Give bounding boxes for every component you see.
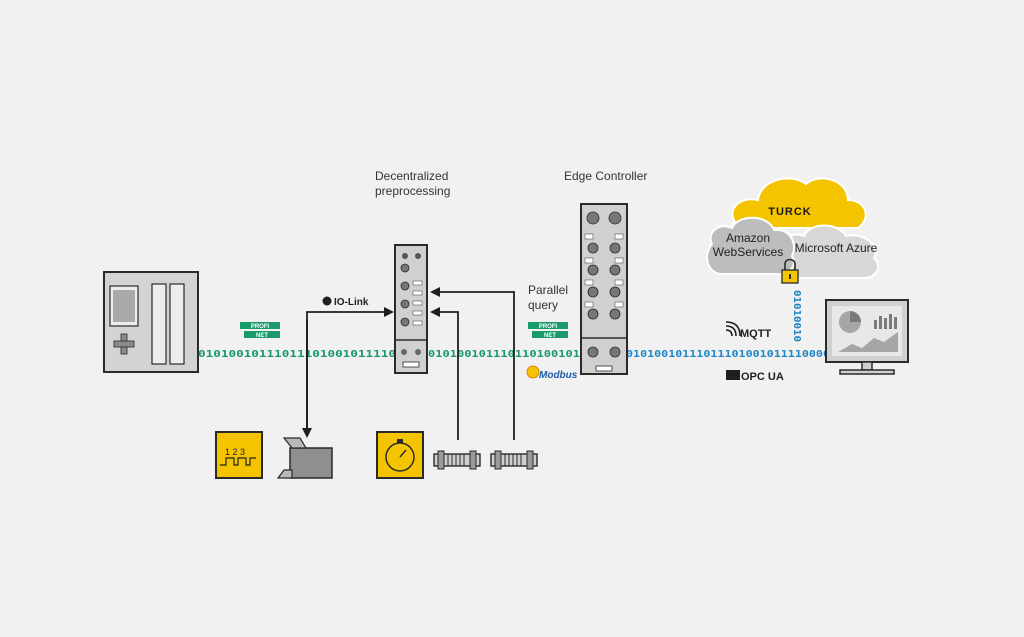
bitstream-right: 01010010111011101001011110000 — [626, 349, 830, 360]
actuator-device — [276, 437, 333, 479]
label-preprocessing: preprocessing — [375, 184, 450, 198]
profinet-logo-left: PROFI NET — [240, 322, 280, 339]
dpad-icon — [113, 333, 135, 355]
io-link-connection — [306, 307, 394, 436]
modbus-logo: Modbus — [526, 365, 578, 381]
svg-text:NET: NET — [544, 333, 556, 339]
bitstream-middle: 010100101110110100101 — [428, 349, 580, 360]
label-parallel: Parallel — [528, 283, 568, 297]
opc-ua-logo: OPC UA — [726, 370, 784, 383]
bitstream-left: 01010010111011101001011110 — [198, 349, 396, 360]
svg-text:1 2 3: 1 2 3 — [225, 447, 245, 457]
svg-text:PROFI: PROFI — [539, 324, 558, 330]
io-module-device — [394, 244, 428, 374]
mqtt-logo: MQTT — [725, 321, 771, 340]
io-link-logo: IO-Link — [322, 296, 369, 308]
microsoft-azure-cloud: Microsoft Azure — [781, 224, 879, 280]
edge-controller-device — [580, 203, 628, 375]
parallel-query-line-1 — [430, 287, 515, 440]
amazon-webservices-cloud: Amazon WebServices — [706, 216, 795, 276]
svg-text:WebServices: WebServices — [713, 245, 783, 259]
pie-chart-icon — [839, 311, 861, 333]
parallel-query-line-2 — [430, 307, 459, 440]
pulse-counter-sensor: 1 2 3 — [215, 431, 263, 479]
label-edge-controller: Edge Controller — [564, 169, 647, 183]
cylindrical-sensor-2 — [490, 450, 538, 470]
svg-text:IO-Link: IO-Link — [334, 297, 369, 308]
svg-text:Modbus: Modbus — [539, 370, 578, 381]
stopwatch-sensor — [376, 431, 424, 479]
svg-text:NET: NET — [256, 333, 268, 339]
svg-text:OPC UA: OPC UA — [741, 371, 784, 383]
dashboard-monitor — [825, 299, 909, 375]
svg-text:TURCK: TURCK — [768, 206, 812, 218]
plc-controller — [103, 271, 199, 373]
label-query: query — [528, 298, 558, 312]
bar-chart-icon — [874, 314, 897, 329]
profinet-logo-middle: PROFI NET — [528, 322, 568, 339]
svg-text:MQTT: MQTT — [740, 328, 771, 340]
label-decentralized: Decentralized — [375, 169, 448, 183]
svg-text:Microsoft Azure: Microsoft Azure — [795, 241, 878, 255]
svg-text:Amazon: Amazon — [726, 231, 770, 245]
svg-text:PROFI: PROFI — [251, 324, 270, 330]
cylindrical-sensor-1 — [433, 450, 481, 470]
lock-icon — [781, 258, 799, 284]
area-chart-icon — [838, 332, 898, 352]
bitstream-vertical: 01010010 — [791, 290, 802, 342]
